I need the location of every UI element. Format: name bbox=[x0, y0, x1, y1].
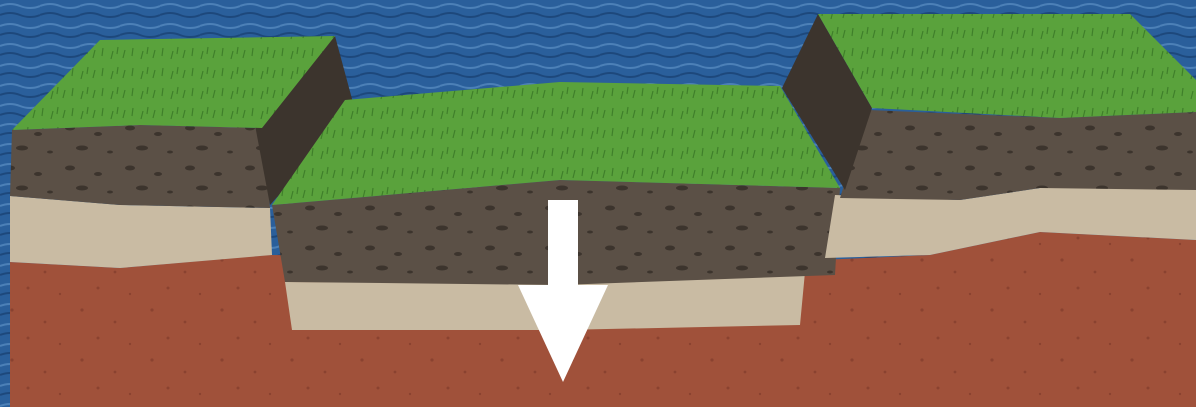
left-block-soil-layer bbox=[10, 125, 270, 208]
right-block-soil-layer bbox=[840, 110, 1196, 200]
right-block-grass-top bbox=[818, 14, 1196, 118]
